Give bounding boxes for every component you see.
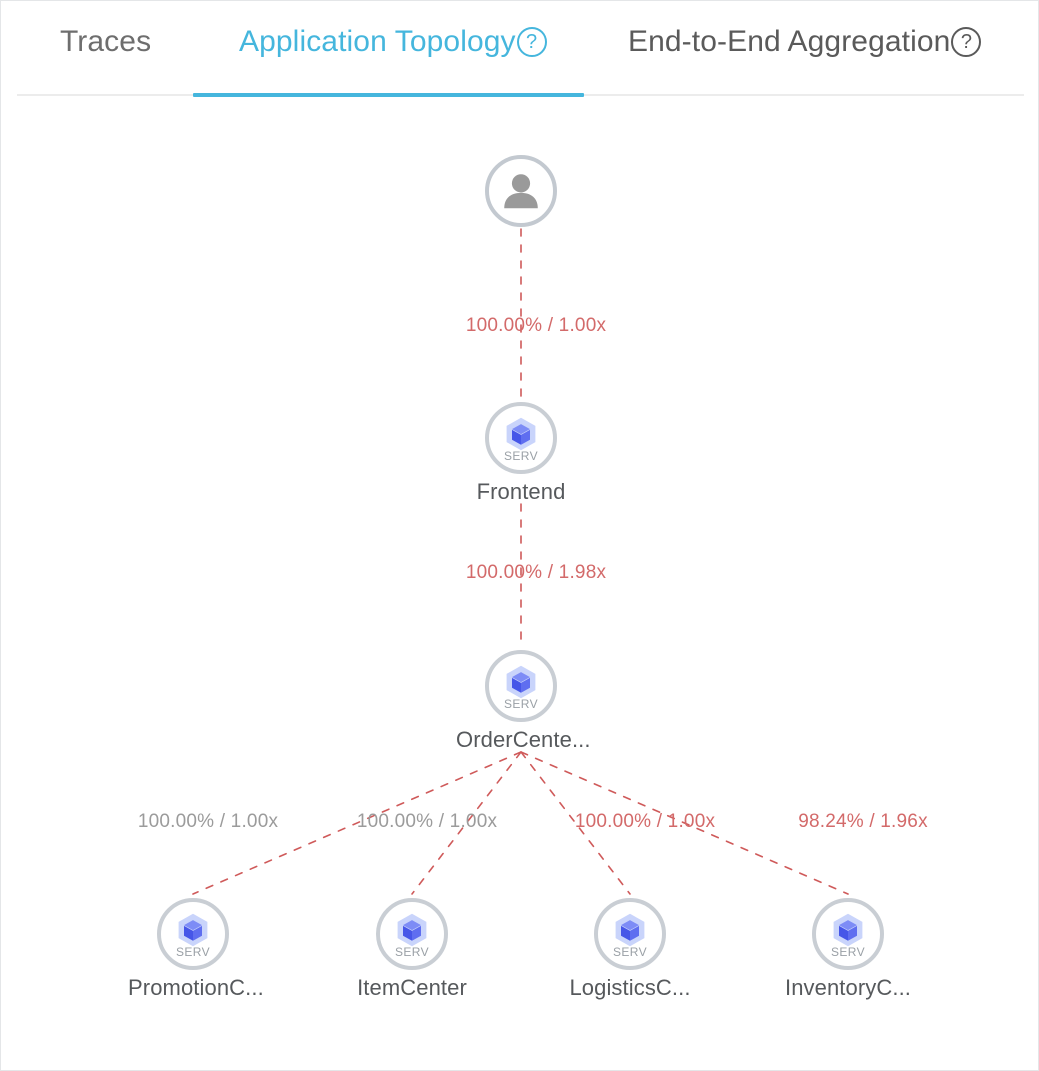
topology-node-inventory[interactable]: SERV InventoryC... — [783, 898, 913, 1001]
tab-traces[interactable]: Traces — [60, 25, 151, 59]
active-tab-underline — [193, 93, 584, 97]
topology-node-itemcenter[interactable]: SERV ItemCenter — [347, 898, 477, 1001]
node-ring — [485, 155, 557, 227]
cube-icon — [175, 912, 211, 948]
node-ring: SERV — [157, 898, 229, 970]
tab-application-topology[interactable]: Application Topology ? — [239, 25, 547, 59]
edge-label-frontend-ordercenter: 100.00% / 1.98x — [465, 562, 607, 583]
help-icon[interactable]: ? — [951, 27, 982, 57]
node-label: PromotionC... — [128, 975, 264, 1000]
tab-application-topology-label: Application Topology — [239, 25, 516, 58]
tab-bar: Traces Application Topology ? End-to-End… — [1, 1, 1038, 97]
node-ring: SERV — [594, 898, 666, 970]
cube-icon — [503, 664, 539, 700]
tab-end-to-end-aggregation-label: End-to-End Aggregation — [628, 25, 951, 58]
topology-node-user[interactable] — [456, 155, 586, 227]
node-label: ItemCenter — [357, 975, 467, 1000]
node-label: OrderCente... — [456, 727, 591, 752]
node-ring: SERV — [376, 898, 448, 970]
node-type-badge: SERV — [394, 945, 430, 959]
edge-label-ordercenter-itemcenter: 100.00% / 1.00x — [356, 811, 498, 832]
edge-label-ordercenter-logistics: 100.00% / 1.00x — [574, 811, 716, 832]
help-icon[interactable]: ? — [516, 27, 547, 57]
topology-node-promotion[interactable]: SERV PromotionC... — [128, 898, 264, 1001]
node-ring: SERV — [485, 402, 557, 474]
node-label: InventoryC... — [784, 975, 912, 1000]
cube-icon — [830, 912, 866, 948]
edge-label-user-frontend: 100.00% / 1.00x — [465, 315, 607, 336]
node-label: LogisticsC... — [569, 975, 691, 1000]
node-ring: SERV — [485, 650, 557, 722]
node-type-badge: SERV — [503, 449, 539, 463]
edge-label-ordercenter-promotion: 100.00% / 1.00x — [137, 811, 279, 832]
node-type-badge: SERV — [503, 697, 539, 711]
edge-label-ordercenter-inventory: 98.24% / 1.96x — [798, 811, 928, 832]
topology-node-frontend[interactable]: SERV Frontend — [456, 402, 586, 505]
cube-icon — [394, 912, 430, 948]
node-type-badge: SERV — [830, 945, 866, 959]
tab-end-to-end-aggregation[interactable]: End-to-End Aggregation ? — [628, 25, 982, 59]
user-avatar-icon — [498, 168, 544, 214]
node-ring: SERV — [812, 898, 884, 970]
topology-node-logistics[interactable]: SERV LogisticsC... — [565, 898, 695, 1001]
cube-icon — [612, 912, 648, 948]
cube-icon — [503, 416, 539, 452]
node-label: Frontend — [476, 479, 566, 504]
node-type-badge: SERV — [612, 945, 648, 959]
tab-traces-label: Traces — [60, 25, 152, 58]
node-type-badge: SERV — [175, 945, 211, 959]
topology-node-ordercenter[interactable]: SERV OrderCente... — [456, 650, 591, 753]
